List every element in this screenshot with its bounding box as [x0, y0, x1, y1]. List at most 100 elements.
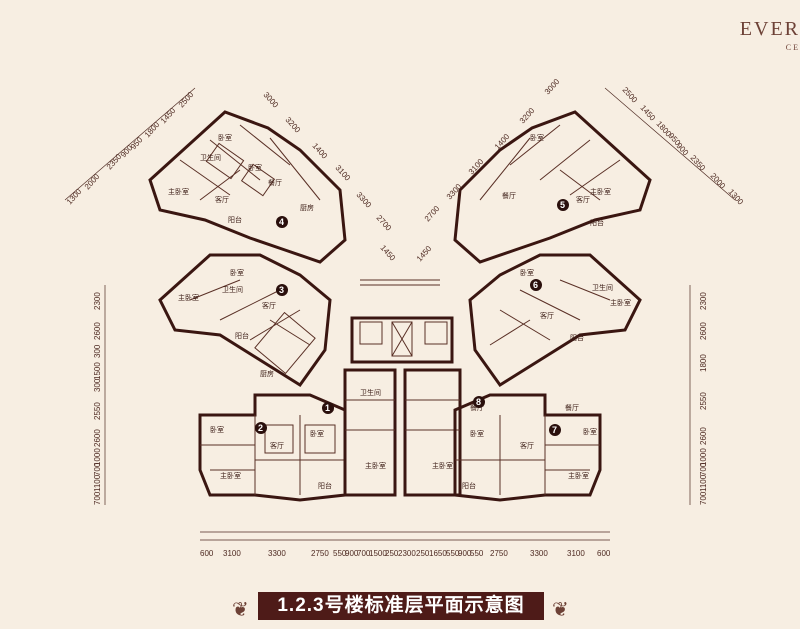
unit-number-5: 5 [557, 199, 569, 211]
dim-label: 2600 [699, 427, 708, 445]
page-title: 1.2.3号楼标准层平面示意图 [258, 592, 544, 620]
dim-label: 2300 [699, 292, 708, 310]
dim-label: 3000 [262, 90, 281, 110]
dim-label: 2550 [93, 402, 102, 420]
right-wing [453, 110, 652, 502]
unit-number-1: 1 [322, 402, 334, 414]
dim-label: 2300 [93, 292, 102, 310]
dim-label: 900 [345, 549, 359, 558]
dim-label: 3200 [518, 106, 537, 126]
brand-logo: EVER CE [740, 18, 800, 52]
unit-number-7: 7 [549, 424, 561, 436]
room-label: 卫生间 [200, 153, 221, 162]
dim-label: 550 [333, 549, 347, 558]
svg-text:8: 8 [476, 397, 481, 407]
dim-label: 700 [699, 462, 708, 476]
dim-label: 2000 [709, 171, 728, 191]
svg-text:7: 7 [552, 425, 557, 435]
center-dimension-labels: 1450 1450 [379, 243, 434, 263]
dim-label: 2750 [311, 549, 329, 558]
dim-label: 1800 [143, 120, 162, 140]
room-label: 卫生间 [222, 285, 243, 294]
brand-sub: CE [785, 43, 800, 52]
dim-label: 1500 [369, 549, 387, 558]
room-label: 卫生间 [360, 388, 381, 397]
dim-label: 3300 [530, 549, 548, 558]
dim-label: 1500 [93, 362, 102, 380]
dim-label: 300 [93, 344, 102, 358]
left-dimension-labels: 2300 2600 300 1500 300 2550 2600 1000 70… [93, 292, 102, 505]
room-label: 阳台 [228, 215, 242, 224]
dim-label: 2600 [93, 322, 102, 340]
dim-label: 2700 [375, 213, 394, 233]
right-dimension-labels: 2300 2600 1800 2550 2600 1000 700 1100 7… [699, 292, 708, 505]
room-label: 阳台 [318, 481, 332, 490]
dim-label: 2550 [699, 392, 708, 410]
room-label: 卫生间 [592, 283, 613, 292]
room-label: 卧室 [470, 429, 484, 438]
dim-label: 2300 [398, 549, 416, 558]
unit-number-3: 3 [276, 284, 288, 296]
room-label: 客厅 [520, 441, 534, 450]
unit-number-8: 8 [473, 396, 485, 408]
room-label: 客厅 [270, 441, 284, 450]
dim-label: 2750 [490, 549, 508, 558]
room-label: 主卧室 [178, 293, 199, 302]
ornament-right-icon: ❦ [552, 599, 569, 621]
dim-label: 900 [458, 549, 472, 558]
left-middle-arm [158, 253, 332, 388]
dim-label: 1000 [699, 448, 708, 466]
room-label: 卧室 [583, 427, 597, 436]
dim-label: 3100 [223, 549, 241, 558]
room-label: 主卧室 [610, 298, 631, 307]
room-label: 阳台 [570, 333, 584, 342]
dim-label: 700 [93, 462, 102, 476]
inner-left-dimension-labels: 3000 3200 1400 3100 3300 2700 [262, 90, 394, 233]
room-label: 客厅 [540, 311, 554, 320]
dim-label: 1450 [159, 106, 178, 126]
dim-label: 1100 [699, 474, 708, 492]
dim-label: 1000 [93, 448, 102, 466]
room-label: 厨房 [260, 369, 274, 378]
room-label: 餐厅 [502, 191, 516, 200]
room-label: 客厅 [262, 301, 276, 310]
dim-label: 250 [416, 549, 430, 558]
dim-label: 700 [699, 491, 708, 505]
room-label: 主卧室 [568, 471, 589, 480]
room-label: 阳台 [235, 331, 249, 340]
dim-label: 300 [93, 378, 102, 392]
dimension-lines [64, 87, 736, 541]
dim-label: 3100 [567, 549, 585, 558]
dim-label: 1650 [429, 549, 447, 558]
dim-label: 3300 [268, 549, 286, 558]
dim-label: 3000 [543, 77, 562, 97]
dim-label: 550 [446, 549, 460, 558]
dim-label: 700 [93, 491, 102, 505]
unit-number-6: 6 [530, 279, 542, 291]
dim-label: 2700 [423, 204, 442, 224]
floor-plan: 600 3100 3300 2750 550 900 700 1500 250 … [64, 77, 745, 558]
dim-label: 2000 [83, 172, 102, 192]
room-label: 卧室 [248, 163, 262, 172]
room-label: 卧室 [218, 133, 232, 142]
svg-text:3: 3 [279, 285, 284, 295]
dim-label: 2350 [689, 153, 708, 173]
ornament-left-icon: ❦ [232, 599, 249, 621]
dim-label: 1400 [311, 141, 330, 161]
svg-text:1: 1 [325, 403, 330, 413]
dim-label: 1450 [415, 244, 434, 264]
room-label: 卧室 [230, 268, 244, 277]
room-label: 主卧室 [168, 187, 189, 196]
dim-label: 600 [200, 549, 214, 558]
unit-number-4: 4 [276, 216, 288, 228]
room-label: 阳台 [462, 481, 476, 490]
dim-label: 2500 [621, 85, 640, 105]
room-label: 客厅 [215, 195, 229, 204]
dim-label: 1300 [65, 187, 84, 207]
room-label: 主卧室 [220, 471, 241, 480]
left-upper-arm [148, 110, 347, 264]
dim-label: 1800 [699, 354, 708, 372]
room-label: 主卧室 [365, 461, 386, 470]
bottom-dimension-labels: 600 3100 3300 2750 550 900 700 1500 250 … [200, 549, 611, 558]
dim-label: 3100 [334, 163, 353, 183]
